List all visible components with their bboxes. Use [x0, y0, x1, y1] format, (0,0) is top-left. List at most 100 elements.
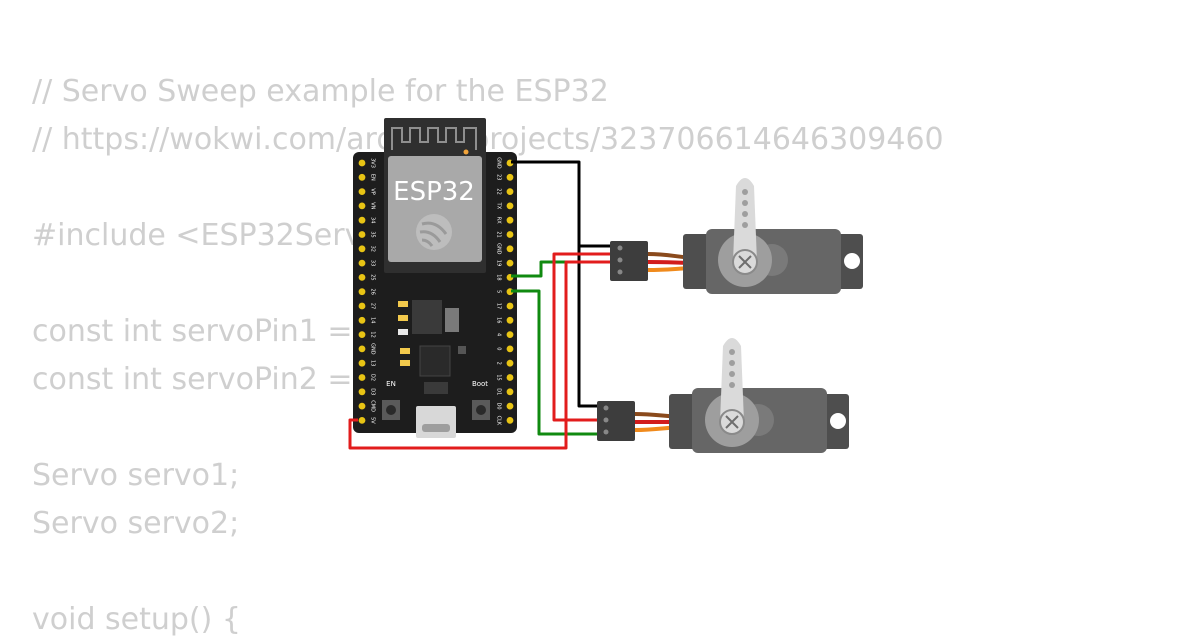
- pin-label: RX: [496, 217, 502, 224]
- pin-pad[interactable]: [358, 259, 366, 267]
- pin-label: GND: [496, 157, 502, 169]
- pin-label: D0: [496, 403, 502, 410]
- pin-label: VP: [370, 188, 376, 194]
- pin-pad[interactable]: [358, 231, 366, 238]
- espressif-logo-icon: [416, 214, 452, 250]
- pin-pad[interactable]: [358, 216, 366, 224]
- servo-motor-2[interactable]: [597, 338, 849, 453]
- pin-pad[interactable]: [506, 188, 514, 196]
- pin-label: EN: [370, 174, 376, 181]
- en-button[interactable]: [382, 400, 400, 420]
- pin-label: 25: [370, 274, 376, 280]
- left-pin-header: 3V3ENVPVN343532332526271412GND13D2D3CMD5…: [358, 158, 376, 424]
- pin-pad[interactable]: [506, 316, 514, 324]
- pin-label: 19: [496, 260, 502, 266]
- pin-pad[interactable]: [358, 302, 366, 310]
- pin-label: D2: [370, 374, 376, 381]
- smd-capacitor: [398, 329, 408, 335]
- wire-signal-servo1: [511, 260, 611, 278]
- pin-label: 18: [496, 274, 502, 280]
- pin-pad[interactable]: [506, 417, 514, 424]
- smd-resistor: [398, 315, 408, 321]
- pin-pad[interactable]: [358, 173, 366, 181]
- esp32-board[interactable]: ESP32 3V3ENVPVN343532332526271412GND13D2…: [353, 118, 517, 438]
- pin-pad[interactable]: [358, 274, 366, 281]
- pin-label: CMD: [370, 400, 376, 412]
- servo-shaft-icon: [719, 409, 745, 435]
- smd-component: [458, 346, 466, 354]
- pin-label: GND: [496, 243, 502, 255]
- pin-pad[interactable]: [358, 417, 366, 424]
- servo-shaft-icon: [732, 249, 758, 275]
- pin-pad[interactable]: [506, 231, 514, 238]
- pin-pad[interactable]: [506, 331, 514, 338]
- pin-pad[interactable]: [506, 173, 514, 181]
- pin-label: 2: [496, 362, 502, 365]
- pin-pad[interactable]: [506, 359, 514, 367]
- pin-label: TX: [496, 202, 502, 210]
- usb-uart-chip: [419, 345, 451, 377]
- pin-pad[interactable]: [358, 245, 366, 253]
- pin-label: 23: [496, 174, 502, 180]
- pin-label: 4: [496, 333, 502, 336]
- smd-led: [400, 348, 410, 354]
- pin-label: 5: [496, 290, 502, 293]
- boot-button[interactable]: [472, 400, 490, 420]
- smd-component: [424, 382, 448, 394]
- boot-button-label: Boot: [472, 380, 488, 388]
- pin-label: 26: [370, 289, 376, 295]
- pin-label: 34: [370, 217, 376, 223]
- pin-pad[interactable]: [358, 288, 366, 296]
- wire-signal-servo2: [511, 289, 597, 436]
- pin-label: 22: [496, 188, 502, 194]
- smd-diode: [445, 308, 459, 332]
- pin-pad[interactable]: [506, 202, 514, 210]
- pin-pad[interactable]: [358, 359, 366, 367]
- code-line: Servo servo2;: [32, 506, 240, 541]
- usb-port-icon: [416, 406, 456, 438]
- pin-pad[interactable]: [506, 388, 514, 396]
- pin-pad[interactable]: [506, 374, 514, 381]
- pin-pad[interactable]: [506, 402, 514, 410]
- pin-pad[interactable]: [358, 188, 366, 196]
- smd-led: [400, 360, 410, 366]
- pin-label: D3: [370, 388, 376, 395]
- pin-pad[interactable]: [358, 202, 366, 210]
- servo-connector: [610, 241, 648, 281]
- wire-vcc-servo1: [348, 260, 611, 450]
- pin-label: 16: [496, 317, 502, 323]
- pin-pad[interactable]: [358, 402, 366, 410]
- pin-pad[interactable]: [506, 216, 514, 224]
- pin-pad[interactable]: [358, 316, 366, 324]
- wire-gnd-servo1: [511, 160, 611, 248]
- pin-label: 14: [370, 317, 376, 323]
- pin-label: 12: [370, 331, 376, 337]
- pin-label: 0: [496, 347, 502, 350]
- pin-pad[interactable]: [506, 345, 514, 353]
- pin-label: 17: [496, 303, 502, 309]
- pin-label: 33: [370, 260, 376, 266]
- pin-label: 5V: [370, 417, 376, 424]
- en-button-label: EN: [386, 380, 396, 388]
- module-led: [463, 149, 469, 155]
- pin-label: 35: [370, 231, 376, 237]
- code-editor-text: // Servo Sweep example for the ESP32// h…: [32, 68, 944, 644]
- pin-pad[interactable]: [358, 345, 366, 353]
- pin-pad[interactable]: [358, 159, 366, 167]
- code-line: // Servo Sweep example for the ESP32: [32, 74, 609, 109]
- pin-pad[interactable]: [358, 374, 366, 381]
- pin-pad[interactable]: [358, 331, 366, 338]
- voltage-regulator: [412, 300, 442, 334]
- pin-label: 27: [370, 303, 376, 309]
- wire-vcc-servo2: [552, 252, 611, 422]
- pin-label: D1: [496, 388, 502, 395]
- servo-motor-1[interactable]: [610, 178, 863, 294]
- pin-pad[interactable]: [358, 388, 366, 396]
- pin-label: 3V3: [370, 158, 376, 168]
- pin-pad[interactable]: [506, 245, 514, 253]
- pin-pad[interactable]: [506, 259, 514, 267]
- wire-gnd-servo2: [577, 246, 597, 408]
- pin-pad[interactable]: [506, 302, 514, 310]
- smd-resistor: [398, 301, 408, 307]
